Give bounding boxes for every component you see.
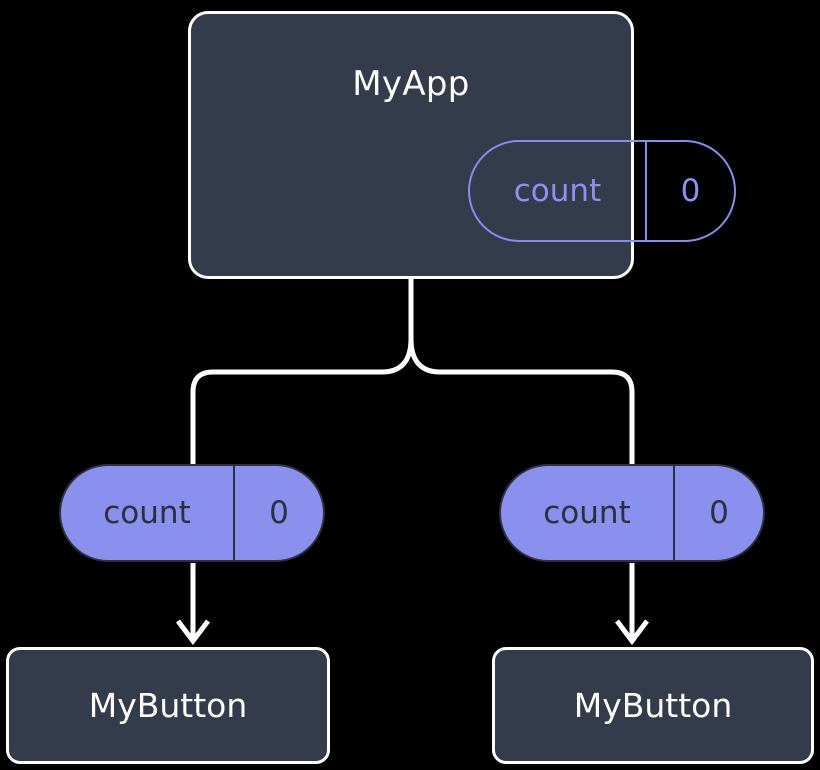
left-prop-key: count bbox=[61, 466, 235, 560]
right-child-component-label: MyButton bbox=[573, 686, 733, 725]
left-child-component-label: MyButton bbox=[88, 686, 248, 725]
right-arrowhead-icon bbox=[615, 619, 649, 646]
fork-to-left-connector bbox=[190, 338, 414, 464]
root-component-box[interactable]: MyApp count 0 bbox=[188, 11, 736, 279]
left-prop-value: 0 bbox=[269, 494, 289, 531]
root-state-value: 0 bbox=[680, 172, 701, 209]
left-arrowhead-icon bbox=[176, 619, 210, 646]
right-prop-pill[interactable]: count 0 bbox=[499, 464, 765, 562]
root-state-key: count bbox=[470, 142, 647, 240]
left-child-component-box[interactable]: MyButton bbox=[6, 647, 330, 764]
fork-to-right-connector bbox=[408, 338, 635, 464]
left-prop-pill[interactable]: count 0 bbox=[59, 464, 325, 562]
right-prop-key: count bbox=[501, 466, 675, 560]
root-component-label: MyApp bbox=[352, 64, 470, 104]
root-state-pill[interactable]: count 0 bbox=[468, 140, 736, 242]
right-child-component-box[interactable]: MyButton bbox=[492, 647, 814, 764]
right-prop-value: 0 bbox=[709, 494, 729, 531]
